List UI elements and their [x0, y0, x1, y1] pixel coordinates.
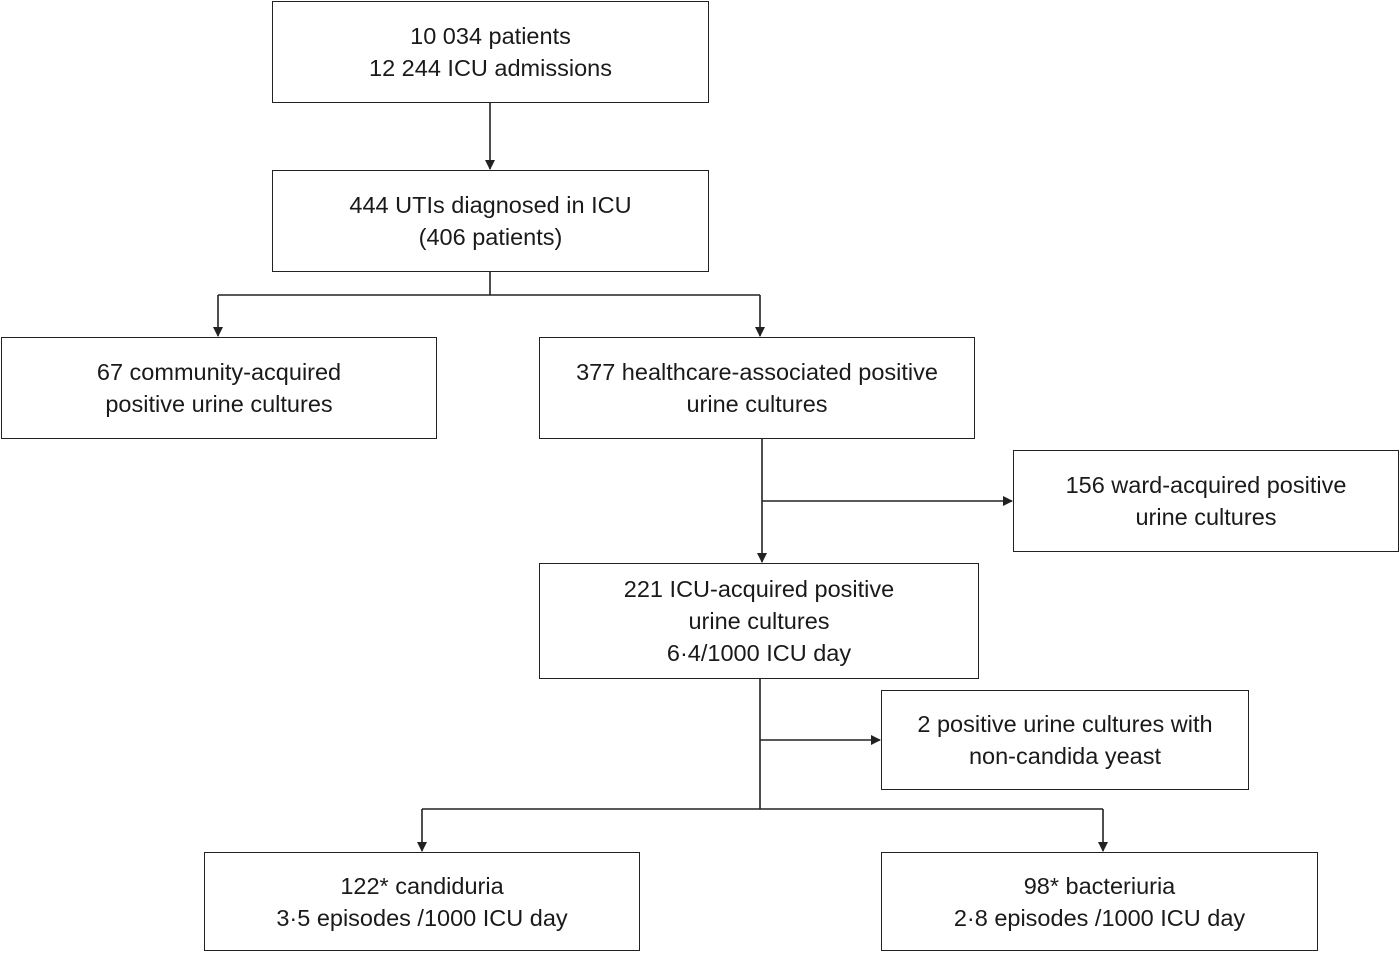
bacteriuria-box: 98* bacteriuria 2·8 episodes /1000 ICU d…	[881, 852, 1318, 951]
icu-acquired-box: 221 ICU-acquired positive urine cultures…	[539, 563, 979, 679]
icu-acquired-line2: urine cultures	[688, 608, 830, 634]
community-acquired-line1: 67 community-acquired	[96, 359, 342, 385]
uti-diagnosed-line1: 444 UTIs diagnosed in ICU	[349, 192, 632, 218]
ward-acquired-box: 156 ward-acquired positive urine culture…	[1013, 450, 1399, 552]
icu-acquired-line3: 6·4/1000 ICU day	[666, 640, 852, 666]
community-acquired-line2: positive urine cultures	[105, 391, 333, 417]
total-patients-box: 10 034 patients 12 244 ICU admissions	[272, 1, 709, 103]
candiduria-line2: 3·5 episodes /1000 ICU day	[276, 904, 568, 931]
bacteriuria-line2: 2·8 episodes /1000 ICU day	[953, 904, 1246, 931]
candiduria-box: 122* candiduria 3·5 episodes /1000 ICU d…	[204, 852, 640, 951]
total-patients-line2: 12 244 ICU admissions	[369, 55, 612, 81]
icu-acquired-line1: 221 ICU-acquired positive	[623, 576, 895, 602]
healthcare-associated-box: 377 healthcare-associated positive urine…	[539, 337, 975, 439]
total-patients-line1: 10 034 patients	[410, 23, 571, 49]
non-candida-yeast-box: 2 positive urine cultures with non-candi…	[881, 690, 1249, 790]
healthcare-associated-line1: 377 healthcare-associated positive	[576, 359, 938, 385]
community-acquired-box: 67 community-acquired positive urine cul…	[1, 337, 437, 439]
candiduria-line1: 122* candiduria	[340, 872, 504, 899]
ward-acquired-line2: urine cultures	[1135, 504, 1277, 530]
uti-diagnosed-line2: (406 patients)	[418, 224, 563, 250]
ward-acquired-line1: 156 ward-acquired positive	[1065, 472, 1347, 498]
healthcare-associated-line2: urine cultures	[686, 391, 828, 417]
non-candida-yeast-line1: 2 positive urine cultures with	[917, 711, 1213, 737]
non-candida-yeast-line2: non-candida yeast	[968, 743, 1162, 769]
uti-diagnosed-box: 444 UTIs diagnosed in ICU (406 patients)	[272, 170, 709, 272]
bacteriuria-line1: 98* bacteriuria	[1023, 872, 1176, 899]
